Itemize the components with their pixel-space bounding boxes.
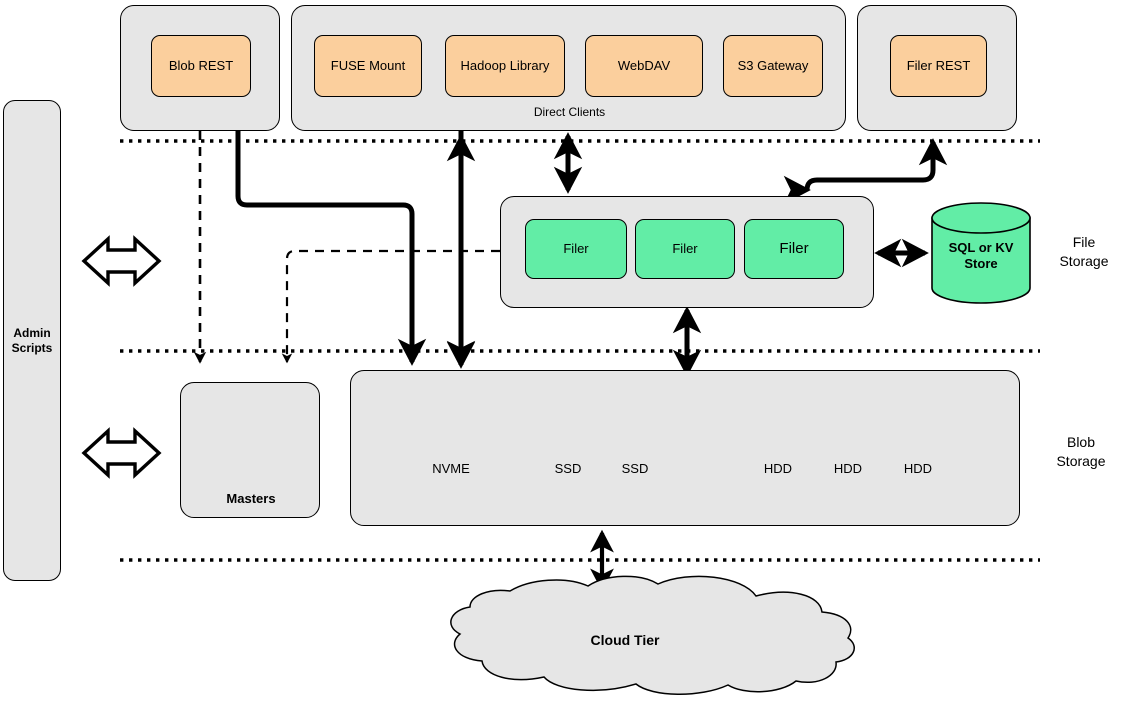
node-filer-2-label: Filer (672, 240, 698, 256)
volume-label-ssd-2: SSD (608, 456, 662, 482)
admin-scripts-label-line2: Scripts (11, 340, 53, 355)
sql-kv-store-label-line1: SQL or KV (948, 239, 1014, 255)
filer-cluster-group[interactable]: Filer Filer Filer (500, 196, 874, 308)
volume-label-nvme: NVME (424, 456, 478, 482)
volume-label-hdd-3-text: HDD (903, 460, 933, 476)
node-blob-rest[interactable]: Blob REST (151, 35, 251, 97)
node-fuse-mount-label: FUSE Mount (330, 57, 406, 73)
node-webdav[interactable]: WebDAV (585, 35, 703, 97)
node-fuse-mount[interactable]: FUSE Mount (314, 35, 422, 97)
direct-clients-group[interactable]: FUSE Mount Hadoop Library WebDAV S3 Gate… (291, 5, 846, 131)
node-filer-3[interactable]: Filer (744, 219, 844, 279)
filer-rest-group[interactable]: Filer REST (857, 5, 1017, 131)
node-filer-2[interactable]: Filer (635, 219, 735, 279)
admin-scripts-label: Admin Scripts (12, 326, 53, 356)
sql-kv-store-label: SQL or KV Store (932, 228, 1030, 284)
volume-servers-group[interactable] (350, 370, 1020, 526)
tier-label-blob-storage: Blob Storage (1042, 433, 1120, 471)
cloud-tier-label-text: Cloud Tier (590, 632, 660, 649)
tier-label-blob-storage-line1: Blob (1066, 434, 1096, 450)
admin-scripts-panel[interactable]: Admin Scripts (3, 100, 61, 581)
volume-label-hdd-1: HDD (751, 456, 805, 482)
volume-label-hdd-2: HDD (821, 456, 875, 482)
node-blob-rest-label: Blob REST (168, 57, 234, 73)
link-blobrest-volumes (235, 131, 427, 366)
volume-label-ssd-1-text: SSD (554, 460, 582, 476)
node-filer-1-label: Filer (563, 240, 589, 256)
volume-label-hdd-3: HDD (891, 456, 945, 482)
node-filer-3-label: Filer (779, 239, 809, 257)
tier-label-file-storage: File Storage (1048, 233, 1120, 271)
node-s3-gateway[interactable]: S3 Gateway (723, 35, 823, 97)
link-filer-masters (281, 249, 500, 364)
node-filer-rest[interactable]: Filer REST (890, 35, 987, 97)
node-hadoop-library-label: Hadoop Library (460, 57, 550, 73)
node-webdav-label: WebDAV (617, 57, 671, 73)
tier-label-file-storage-line2: Storage (1059, 252, 1109, 269)
sql-kv-store-label-line2: Store (964, 256, 998, 271)
direct-clients-caption-text: Direct Clients (533, 105, 606, 119)
masters-group[interactable]: Masters (180, 382, 320, 518)
link-filerrest-filers (792, 138, 948, 194)
cloud-tier-label: Cloud Tier (540, 628, 710, 654)
masters-label-text: Masters (226, 491, 276, 506)
tier-label-file-storage-line1: File (1072, 234, 1096, 250)
node-hadoop-library[interactable]: Hadoop Library (445, 35, 565, 97)
volume-label-hdd-2-text: HDD (833, 460, 863, 476)
blob-rest-group[interactable]: Blob REST (120, 5, 280, 131)
volume-label-nvme-text: NVME (432, 460, 470, 476)
masters-label: Masters (181, 491, 321, 506)
node-filer-1[interactable]: Filer (525, 219, 627, 279)
admin-arrow-file-storage (81, 235, 162, 287)
tier-label-blob-storage-line2: Storage (1056, 452, 1106, 469)
node-s3-gateway-label: S3 Gateway (737, 57, 809, 73)
direct-clients-caption: Direct Clients (292, 105, 847, 119)
admin-scripts-label-line1: Admin (13, 325, 51, 340)
volume-label-ssd-1: SSD (541, 456, 595, 482)
volume-label-ssd-2-text: SSD (621, 460, 649, 476)
admin-arrow-blob-storage (81, 427, 162, 479)
node-filer-rest-label: Filer REST (906, 57, 971, 73)
volume-label-hdd-1-text: HDD (763, 460, 793, 476)
